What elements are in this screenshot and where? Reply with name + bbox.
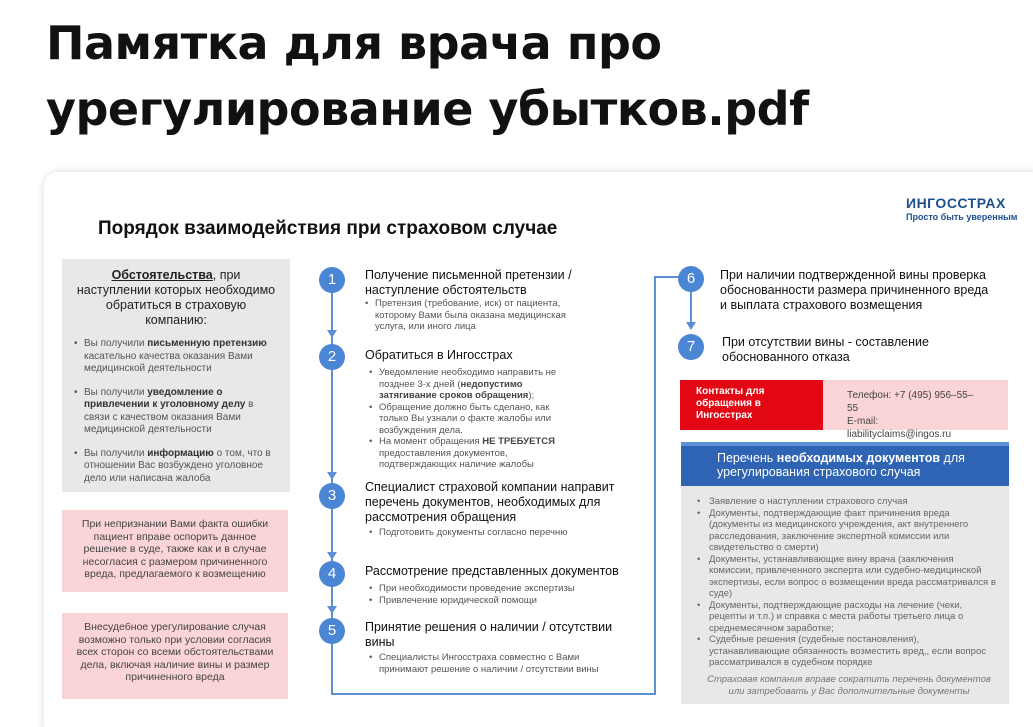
step-item: На момент обращения НЕ ТРЕБУЕТСЯ предост…: [369, 436, 569, 471]
step-number-6: 6: [678, 266, 704, 292]
step-item: Специалисты Ингосстраха совместно с Вами…: [369, 652, 619, 675]
documents-header-stripe: [681, 442, 1009, 446]
page-title-line-1: Памятка для врача про: [46, 16, 662, 70]
timeline-line: [654, 276, 680, 278]
documents-header: Перечень необходимых документов для урег…: [681, 442, 1009, 486]
arrow-down-icon: [686, 322, 696, 330]
step-title-4: Рассмотрение представленных документов: [365, 564, 619, 578]
document-item: Документы, устанавливающие вину врача (з…: [697, 554, 997, 600]
step-title-1: Получение письменной претензии / наступл…: [365, 268, 572, 297]
step-number-7: 7: [678, 334, 704, 360]
timeline-line: [331, 693, 656, 695]
circumstances-box: Обстоятельства, при наступлении которых …: [62, 259, 290, 492]
step-title-6: При наличии подтвержденной вины проверка…: [720, 268, 989, 312]
documents-list: Заявление о наступлении страхового случа…: [697, 496, 997, 669]
step-list-4: При необходимости проведение экспертизы …: [369, 583, 609, 606]
step-list-1: Претензия (требование, иск) от пациента,…: [365, 298, 580, 333]
arrow-down-icon: [327, 606, 337, 614]
contacts-info: Телефон: +7 (495) 956–55–55 E-mail: liab…: [823, 380, 1008, 440]
step-title-5: Принятие решения о наличии / отсутствии …: [365, 620, 613, 649]
step-title-2: Обратиться в Ингосстрах: [365, 348, 513, 362]
document-heading: Порядок взаимодействия при страховом слу…: [98, 218, 558, 239]
circumstance-item: Вы получили информацию о том, что в отно…: [74, 448, 278, 486]
page-title: Памятка для врача про урегулирование убы…: [46, 10, 809, 142]
logo-name: ИНГОССТРАХ: [906, 195, 1006, 211]
step-list-3: Подготовить документы согласно перечню: [369, 527, 609, 539]
documents-note: Страховая компания вправе сократить пере…: [707, 674, 991, 697]
court-dispute-note: При непризнании Вами факта ошибки пациен…: [62, 510, 288, 592]
step-number-3: 3: [319, 483, 345, 509]
logo-slogan: Просто быть уверенным: [906, 212, 1018, 222]
arrow-down-icon: [327, 330, 337, 338]
document-page[interactable]: ИНГОССТРАХ Просто быть уверенным Порядок…: [44, 172, 1033, 727]
step-item: При необходимости проведение экспертизы: [369, 583, 609, 595]
step-item: Уведомление необходимо направить не позд…: [369, 367, 569, 402]
timeline-line: [654, 276, 656, 695]
circumstance-item: Вы получили письменную претензию касател…: [74, 338, 278, 376]
contact-email[interactable]: E-mail: liabilityclaims@ingos.ru: [847, 416, 952, 440]
page-title-line-2: урегулирование убытков.pdf: [46, 82, 809, 136]
document-item: Заявление о наступлении страхового случа…: [697, 496, 997, 508]
step-item: Привлечение юридической помощи: [369, 595, 609, 607]
document-item: Документы, подтверждающие расходы на леч…: [697, 600, 997, 635]
step-list-5: Специалисты Ингосстраха совместно с Вами…: [369, 652, 619, 675]
document-item: Судебные решения (судебные постановления…: [697, 634, 997, 669]
step-list-2: Уведомление необходимо направить не позд…: [369, 367, 569, 471]
timeline-line: [690, 292, 692, 326]
out-of-court-note: Внесудебное урегулирование случая возмож…: [62, 613, 288, 699]
contacts-label: Контакты для обращения в Ингосстрах: [680, 380, 823, 430]
step-title-7: При отсутствии вины - составление обосно…: [722, 335, 929, 364]
step-number-2: 2: [319, 344, 345, 370]
circumstances-lead: Обстоятельства, при наступлении которых …: [76, 268, 276, 327]
step-number-1: 1: [319, 267, 345, 293]
step-item: Претензия (требование, иск) от пациента,…: [365, 298, 580, 333]
step-item: Обращение должно быть сделано, как тольк…: [369, 402, 569, 437]
required-documents-box: Перечень необходимых документов для урег…: [681, 442, 1009, 704]
document-item: Документы, подтверждающие факт причинени…: [697, 508, 997, 554]
contact-phone[interactable]: Телефон: +7 (495) 956–55–55: [847, 390, 974, 414]
arrow-down-icon: [327, 472, 337, 480]
step-item: Подготовить документы согласно перечню: [369, 527, 609, 539]
circumstance-item: Вы получили уведомление о привлечении к …: [74, 387, 278, 437]
ingosstrakh-logo: ИНГОССТРАХ Просто быть уверенным: [906, 195, 1017, 222]
step-title-3: Специалист страховой компании направит п…: [365, 480, 615, 524]
step-number-5: 5: [319, 618, 345, 644]
arrow-down-icon: [327, 552, 337, 560]
step-number-4: 4: [319, 561, 345, 587]
